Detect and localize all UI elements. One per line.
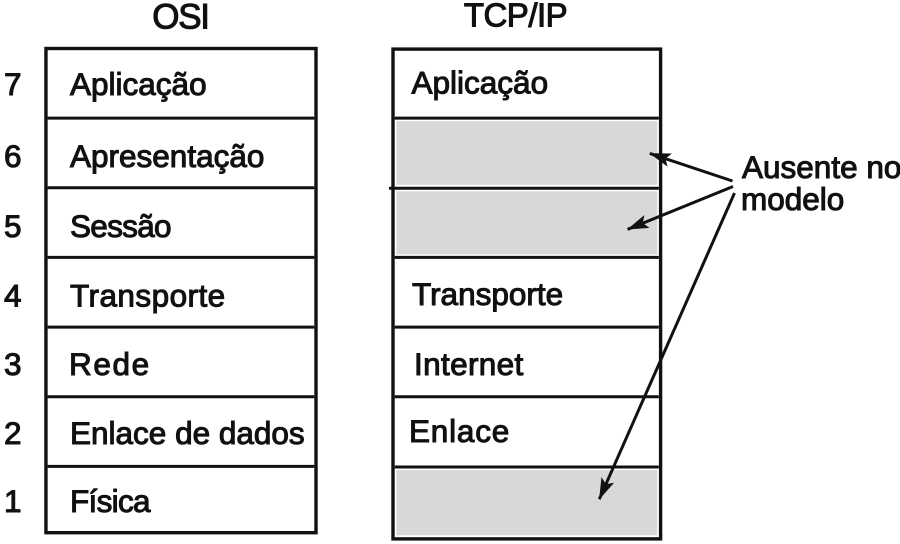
svg-text:6: 6 xyxy=(4,138,22,174)
svg-text:Aplicação: Aplicação xyxy=(412,65,549,101)
svg-text:7: 7 xyxy=(4,66,22,102)
svg-text:Transporte: Transporte xyxy=(70,278,226,314)
svg-text:OSI: OSI xyxy=(152,0,208,37)
svg-text:Rede: Rede xyxy=(69,346,151,382)
svg-text:Física: Física xyxy=(70,483,151,519)
svg-text:Enlace de dados: Enlace de dados xyxy=(70,415,305,451)
svg-text:Internet: Internet xyxy=(414,346,524,382)
svg-text:Apresentação: Apresentação xyxy=(70,138,264,174)
svg-text:modelo: modelo xyxy=(741,181,844,217)
svg-text:4: 4 xyxy=(4,278,22,314)
svg-text:Transporte: Transporte xyxy=(412,276,563,312)
svg-text:Enlace: Enlace xyxy=(409,413,510,449)
svg-text:2: 2 xyxy=(4,415,22,451)
svg-text:5: 5 xyxy=(4,208,22,244)
svg-text:Aplicação: Aplicação xyxy=(70,66,207,102)
svg-text:1: 1 xyxy=(4,483,22,519)
svg-text:3: 3 xyxy=(4,346,22,382)
svg-text:Sessão: Sessão xyxy=(70,208,171,244)
svg-text:Ausente no: Ausente no xyxy=(742,149,900,185)
svg-text:TCP/IP: TCP/IP xyxy=(464,0,567,34)
